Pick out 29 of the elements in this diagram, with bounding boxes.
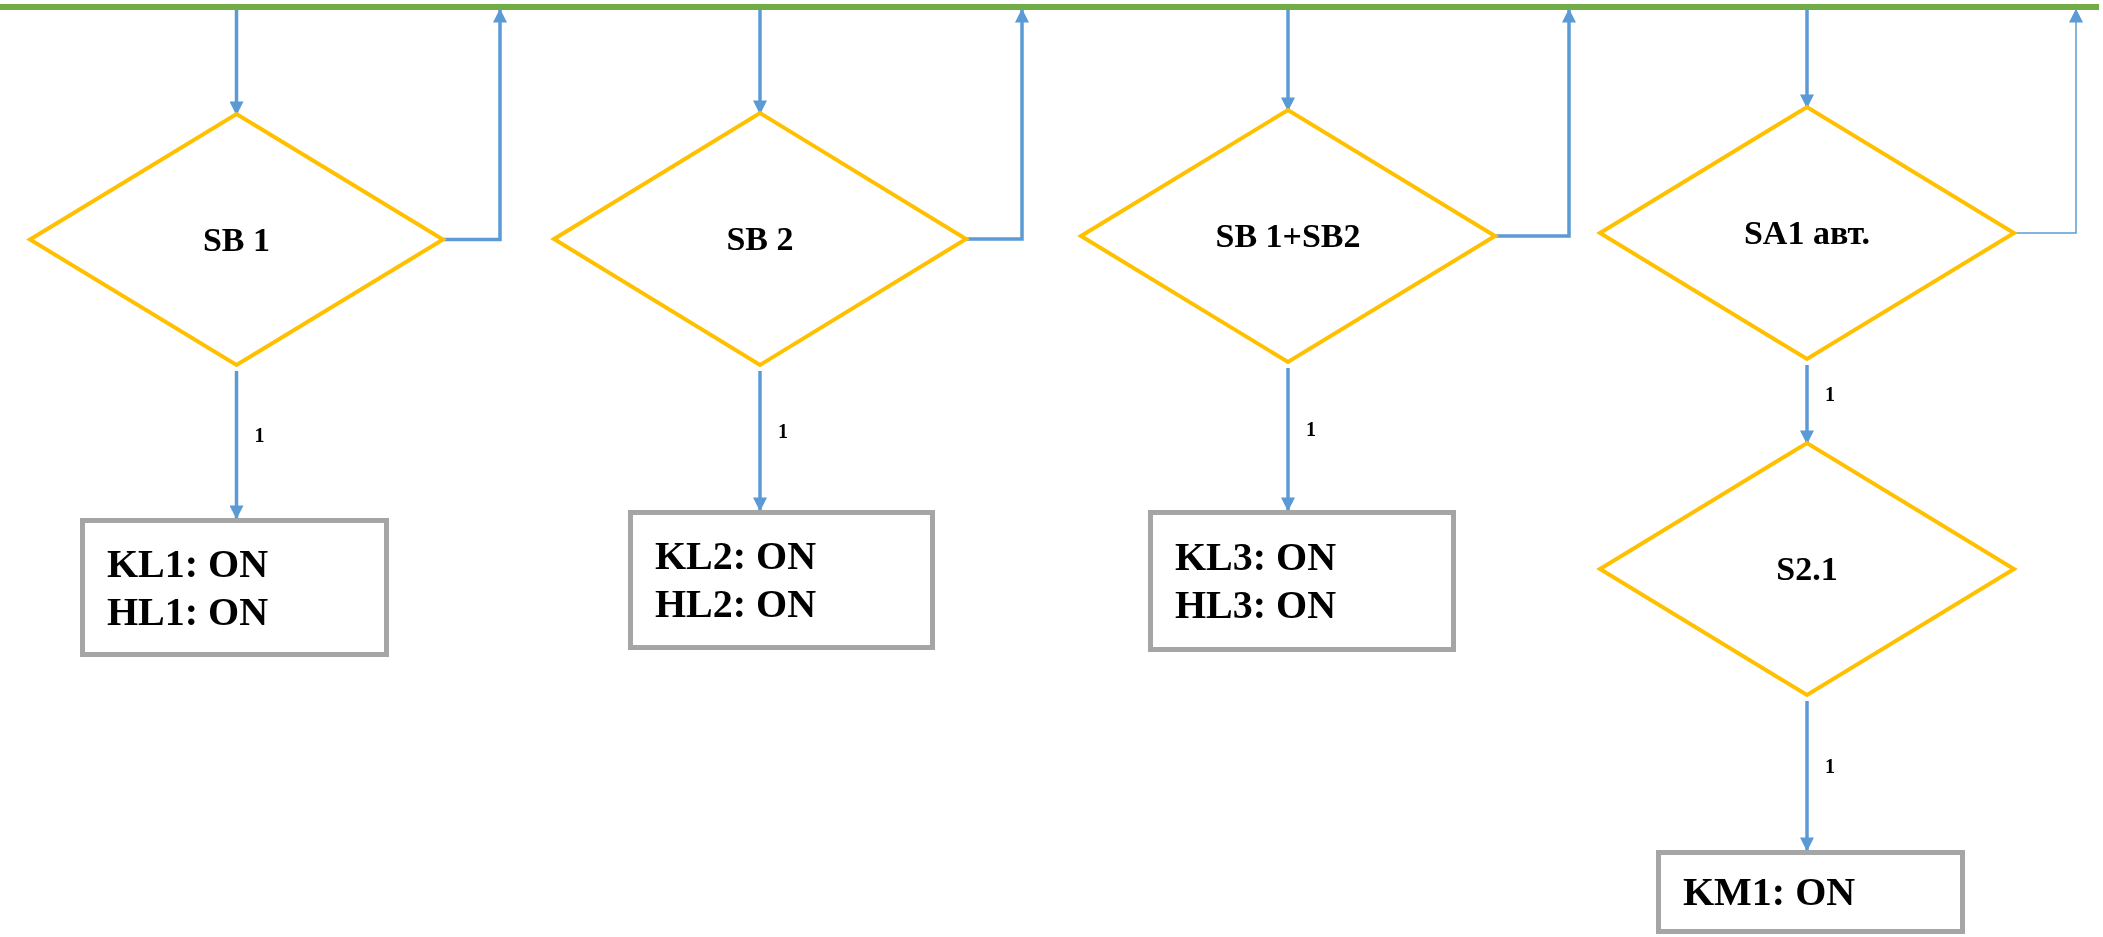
arrow <box>753 371 767 512</box>
status-text: KL1: ON <box>107 539 270 588</box>
arrow <box>229 371 244 520</box>
status-text: KM1: ON <box>1683 868 1857 916</box>
output-box <box>1148 510 1456 652</box>
edge-label: 1 <box>1823 384 1837 404</box>
condition-label: S2.1 <box>1775 550 1839 588</box>
status-text: HL1: ON <box>107 587 270 636</box>
arrow <box>1800 701 1814 852</box>
output-box <box>628 510 935 650</box>
condition-label: SA1 авт. <box>1742 214 1872 252</box>
arrow <box>443 8 507 242</box>
condition-label: SB 1+SB2 <box>1214 217 1362 255</box>
arrow <box>1495 8 1576 238</box>
arrow <box>1800 365 1814 445</box>
edge-label: 1 <box>1304 419 1318 439</box>
status-text: KL3: ON <box>1175 533 1338 581</box>
status-text: HL2: ON <box>655 580 818 628</box>
status-text: KL2: ON <box>655 532 818 580</box>
condition-label: SB 1 <box>201 220 272 259</box>
arrow <box>966 8 1029 241</box>
arrow <box>1281 368 1295 512</box>
arrow <box>1800 10 1814 109</box>
status-text: HL3: ON <box>1175 581 1338 629</box>
output-box <box>80 518 389 657</box>
output-box <box>1656 850 1965 934</box>
arrow <box>753 10 767 115</box>
arrow <box>1281 10 1295 112</box>
condition-label: SB 2 <box>725 220 795 258</box>
